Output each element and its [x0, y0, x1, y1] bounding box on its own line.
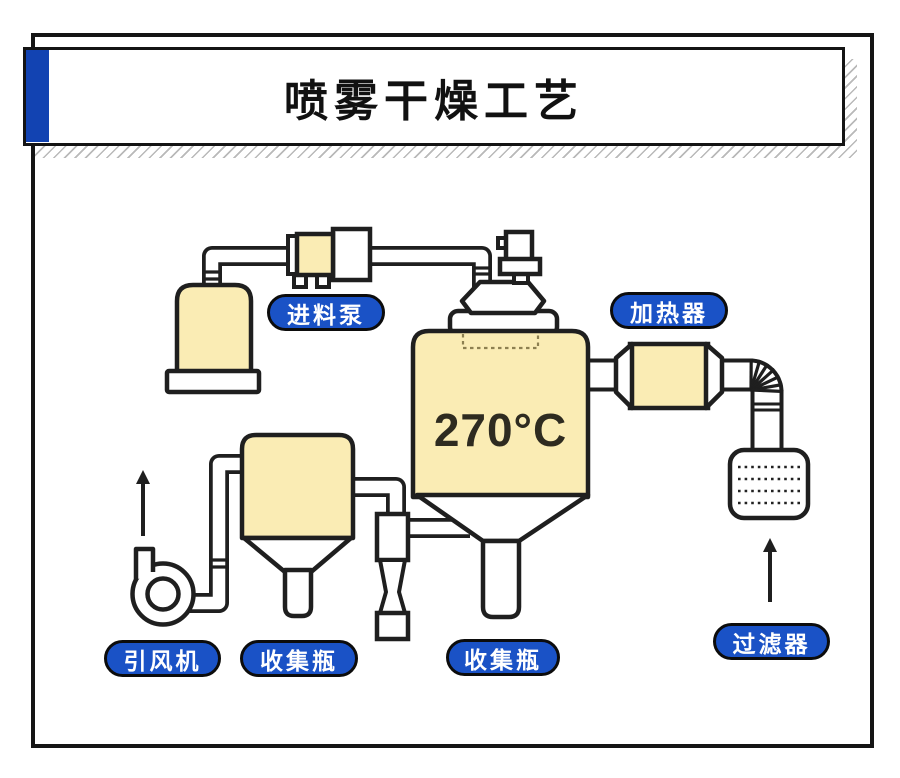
heater: [613, 341, 725, 411]
bottle-funnel: [241, 535, 354, 575]
fan-up-arrow-icon: [136, 470, 150, 536]
label-feed-pump: 进料泵: [267, 294, 385, 331]
duct-heater-to-filter: [718, 358, 784, 455]
pipe-couplings: [203, 266, 490, 569]
page-title: 喷雾干燥工艺: [284, 76, 584, 126]
atomizer-flange: [497, 256, 543, 277]
filter: [727, 447, 811, 521]
feed-tank: [164, 282, 262, 395]
atomizer-motor: [503, 229, 535, 264]
label-heater: 加热器: [610, 292, 728, 329]
corrugated-elbow: [749, 358, 784, 394]
cyclone-separator: [374, 511, 411, 642]
label-collector-2: 收集瓶: [446, 639, 560, 676]
atomizer: [447, 229, 560, 338]
header-banner: 喷雾干燥工艺: [23, 47, 845, 146]
filter-up-arrow-icon: [763, 538, 777, 602]
page-border: [31, 33, 874, 748]
collection-bottle-2: [480, 538, 522, 620]
bottle-spout: [282, 567, 314, 619]
chamber-vent-dashed: [461, 334, 540, 350]
pipe-fan-to-collector: [186, 454, 242, 613]
fan-outlet: [133, 546, 156, 580]
collection-bottle-1: [239, 432, 356, 619]
feed-pump: [286, 226, 373, 289]
label-filter: 过滤器: [713, 623, 830, 660]
pipe-collector-to-cyclone: [350, 477, 406, 516]
label-collector-1: 收集瓶: [240, 640, 358, 677]
label-fan: 引风机: [104, 640, 221, 677]
header-accent-bar: [26, 50, 49, 142]
chamber-temperature: 270°C: [433, 404, 568, 456]
induced-draft-fan: [130, 546, 196, 627]
drying-chamber: [410, 328, 591, 620]
feed-tank-base: [164, 368, 262, 395]
